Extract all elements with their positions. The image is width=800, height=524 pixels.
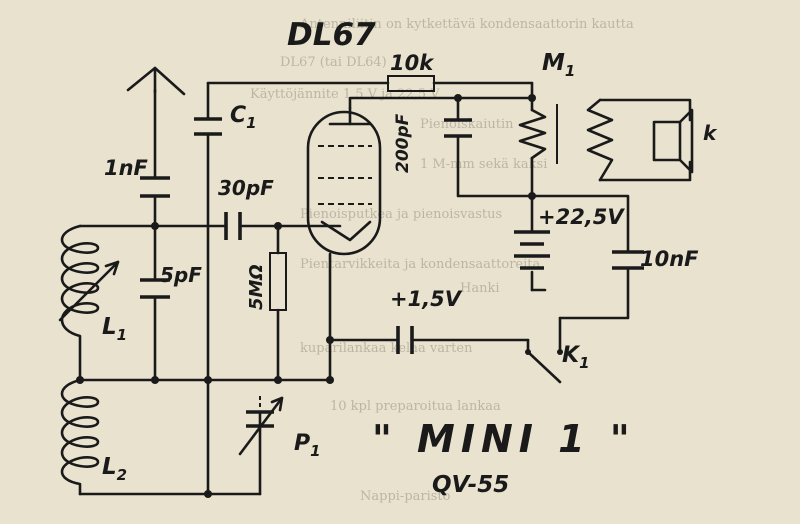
circuit-subtitle: QV-55 (432, 472, 509, 498)
capacitor-200pf (444, 118, 472, 138)
capacitor-1nf-label: 1nF (104, 156, 149, 180)
junction-dot (274, 222, 282, 230)
speaker-icon (652, 108, 694, 174)
inductor-l1-label: L1 (102, 314, 127, 344)
trimmer-capacitor-icon (238, 396, 284, 470)
tube-label: DL67 (287, 17, 376, 53)
bg-line-5: 1 M-mm sekä kaksi (420, 157, 547, 172)
bg-line-2: DL67 (tai DL64) (280, 55, 387, 70)
bg-line-8: Hanki (460, 281, 500, 296)
battery-icon (514, 230, 550, 270)
capacitor-10nf-label: 10nF (640, 247, 699, 271)
capacitor-1nf (140, 176, 170, 198)
junction-dot (326, 336, 334, 344)
capacitor-200pf-label: 200pF (393, 113, 413, 173)
speaker-coil-icon (518, 98, 614, 182)
inductor-l1-icon (58, 224, 120, 382)
bg-line-10: 10 kpl preparoitua lankaa (330, 399, 501, 414)
battery-1-5v-label: +1,5V (390, 287, 463, 311)
battery-22v-label: +22,5V (538, 205, 625, 229)
junction-dot (204, 490, 212, 498)
antenna-icon (126, 66, 186, 96)
junction-dot (528, 192, 536, 200)
junctions (76, 94, 536, 498)
bg-line-11: Nappi-paristo (360, 489, 451, 504)
capacitor-1-5v (396, 326, 414, 354)
capacitor-30pf (224, 212, 242, 240)
c1-label: C1 (230, 103, 257, 132)
wires (78, 81, 692, 496)
bg-line-1: Antenniliitin on kytkettävä kondensaatto… (299, 17, 634, 32)
resistor-5mohm-label: 5MΩ (246, 264, 267, 310)
junction-dot (151, 376, 159, 384)
vacuum-tube-icon (306, 106, 382, 256)
resistor-10k (387, 75, 435, 92)
resistor-5mohm (269, 252, 287, 311)
junction-dot (274, 376, 282, 384)
bg-line-9: kuparilankaa kelaa varten (300, 341, 473, 356)
switch-k1-label: K1 (562, 343, 590, 372)
bg-line-3: Käyttöjännite 1,5 V ja 22,5 V (250, 87, 440, 102)
resistor-10k-label: 10k (390, 51, 435, 75)
capacitor-10nf (612, 250, 644, 270)
inductor-l2-icon (60, 378, 100, 496)
capacitor-5pf-label: 5pF (160, 263, 202, 287)
capacitor-30pf-label: 30pF (218, 176, 274, 200)
bg-line-7: Pientarvikkeita ja kondensaattoreita (300, 257, 540, 272)
speaker-label: M1 (542, 50, 575, 80)
capacitor-c1 (194, 117, 222, 136)
capacitor-5pf (140, 278, 170, 299)
inductor-l2-label: L2 (102, 454, 127, 484)
bg-line-6: Pienoisputkea ja pienoisvastus (300, 207, 502, 222)
switch-icon (525, 349, 563, 355)
background-print: Antenniliitin on kytkettävä kondensaatto… (250, 17, 634, 504)
bg-line-4: Pienoiskaiutin (420, 117, 514, 132)
junction-dot (204, 376, 212, 384)
circuit-title: " MINI 1 " (372, 417, 636, 461)
component-labels: DL67 10k M1 k C1 200pF 1nF 30pF 5pF 5MΩ … (102, 17, 718, 498)
junction-dot (528, 94, 536, 102)
junction-dot (454, 94, 462, 102)
trimmer-p1-label: P1 (294, 431, 321, 460)
junction-dot (326, 376, 334, 384)
junction-dot (151, 222, 159, 230)
speaker-k-label: k (703, 121, 718, 145)
